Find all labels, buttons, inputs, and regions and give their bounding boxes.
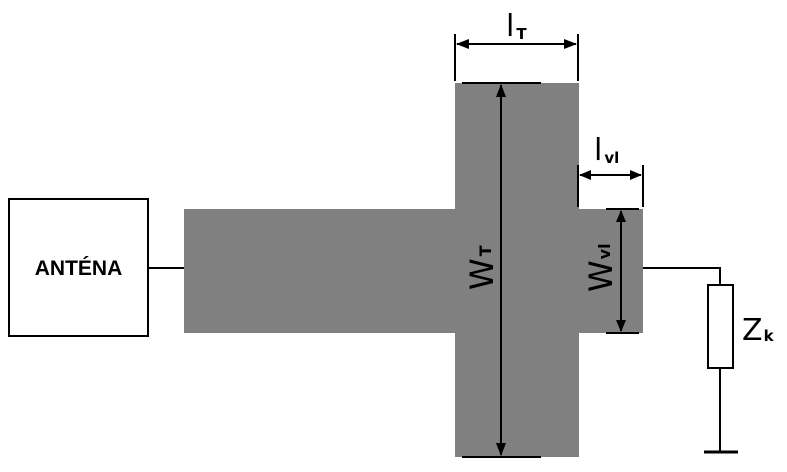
antenna-label: ANTÉNA bbox=[35, 257, 123, 280]
l-t-main: l bbox=[506, 9, 514, 44]
antenna-box bbox=[8, 198, 149, 337]
l-vl-sub: vl bbox=[604, 149, 619, 167]
load-main: Z bbox=[742, 313, 763, 348]
antenna-block: ANTÉNA bbox=[8, 198, 149, 337]
w-vl-arrowhead-bottom bbox=[616, 320, 626, 332]
w-t-sub: T bbox=[476, 245, 495, 256]
l-vl-main: l bbox=[594, 133, 602, 168]
w-vl-main: W bbox=[582, 260, 620, 292]
l-vl-arrowhead-left bbox=[579, 170, 591, 180]
w-vl-label: Wvl bbox=[582, 243, 620, 292]
feed-microstrip bbox=[184, 209, 456, 333]
load-resistor bbox=[707, 284, 734, 369]
w-vl-sub: vl bbox=[595, 243, 614, 259]
load-sub: k bbox=[764, 327, 775, 345]
l-t-arrowhead-right bbox=[564, 39, 577, 49]
stub-microstrip bbox=[455, 83, 579, 457]
w-vl-arrowhead-top bbox=[616, 210, 626, 222]
w-t-arrowhead-bottom bbox=[496, 443, 506, 456]
l-t-sub: T bbox=[516, 25, 527, 43]
w-t-label: WT bbox=[463, 245, 501, 290]
microstrip-structure bbox=[184, 83, 643, 457]
output-microstrip bbox=[578, 209, 643, 333]
dimension-w-t: WT bbox=[462, 82, 541, 458]
w-t-arrowhead-top bbox=[496, 84, 506, 97]
load-wire-top bbox=[643, 267, 721, 285]
w-t-main: W bbox=[463, 258, 501, 290]
l-vl-arrowhead-right bbox=[630, 170, 642, 180]
load-circuit: Zk bbox=[643, 267, 775, 454]
l-t-arrowhead-left bbox=[456, 39, 469, 49]
load-impedance-label: Zk bbox=[742, 313, 775, 348]
dimension-w-vl: Wvl bbox=[582, 208, 639, 334]
